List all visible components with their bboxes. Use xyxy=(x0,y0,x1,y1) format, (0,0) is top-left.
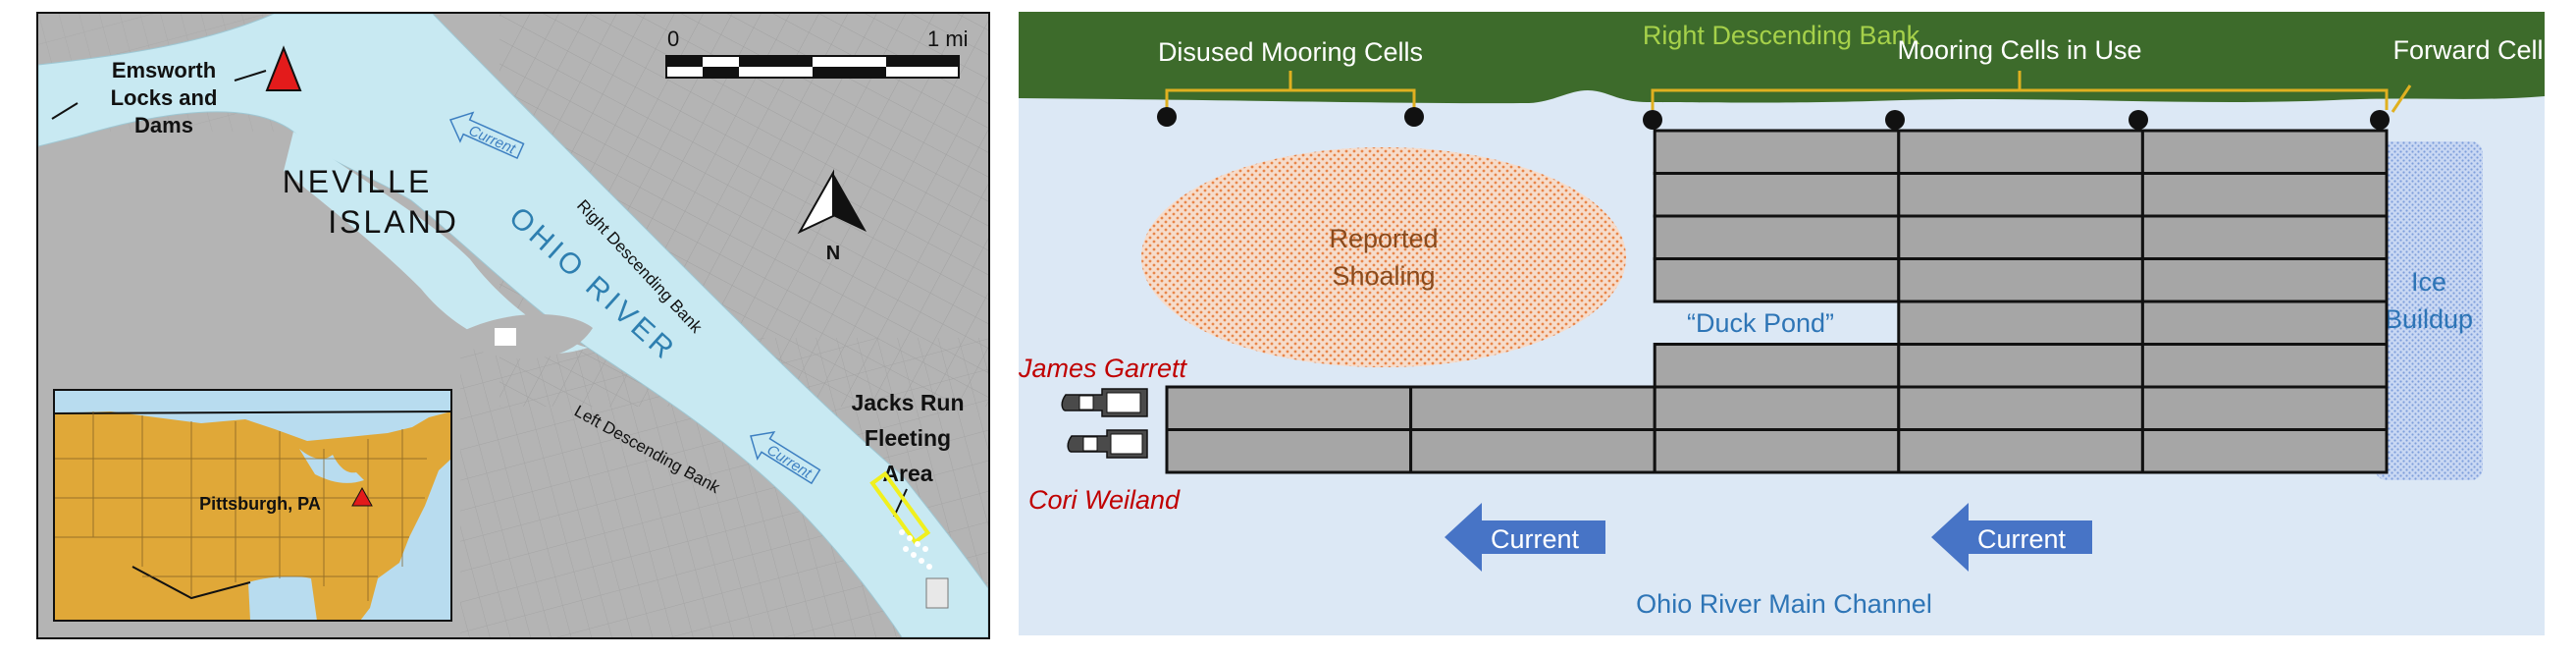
current-arrow-right-icon xyxy=(1931,503,2092,572)
island-building xyxy=(495,328,516,346)
inset-map: Pittsburgh, PA xyxy=(53,389,452,622)
barge-r7-c1 xyxy=(1165,385,1413,431)
barge-r4-c4 xyxy=(1897,257,2144,303)
shoaling-area xyxy=(1141,147,1626,367)
forward-cell-label: Forward Cell xyxy=(2392,35,2543,65)
barge-r8-c5 xyxy=(2140,428,2389,474)
barge-r8-c1 xyxy=(1165,428,1413,474)
north-label: N xyxy=(826,243,840,264)
current-right-label: Current xyxy=(1977,524,2067,554)
disused-cells-label: Disused Mooring Cells xyxy=(1158,37,1423,67)
barge-r7-c4 xyxy=(1897,385,2144,431)
scale-start-label: 0 xyxy=(667,27,679,51)
duck-pond-label: “Duck Pond” xyxy=(1687,308,1834,338)
current-arrow-left-icon xyxy=(1445,503,1605,572)
back-channel xyxy=(284,132,588,355)
jacks-run-label-1: Jacks Run xyxy=(851,390,964,415)
lock-leader-line xyxy=(51,102,79,120)
barge-r3-c4 xyxy=(1897,214,2144,260)
emsworth-marker-icon xyxy=(265,45,302,91)
right-descending-bank xyxy=(1019,12,2545,104)
vessel-james-garrett-icon xyxy=(1061,388,1148,417)
forward-cell-leader xyxy=(2391,84,2412,113)
mooring-cell-1 xyxy=(1643,110,1662,130)
cells-in-use-bracket xyxy=(1651,71,2389,110)
inset-city-label: Pittsburgh, PA xyxy=(199,494,321,514)
pittsburgh-marker-icon xyxy=(351,486,373,507)
map-canvas: Emsworth Locks and Dams NEVILLE ISLAND O… xyxy=(38,14,988,637)
jacks-run-leader-line xyxy=(893,488,908,518)
barge-r2-c4 xyxy=(1897,172,2144,218)
state-borders xyxy=(54,411,427,601)
barge-r6-c3 xyxy=(1653,343,1901,389)
ice-label-2: Buildup xyxy=(2385,304,2473,334)
emsworth-label-3: Dams xyxy=(134,113,193,137)
barge-r3-c3 xyxy=(1653,214,1901,260)
ice-label-1: Ice xyxy=(2411,267,2446,297)
barge-r1-c5 xyxy=(2140,129,2389,175)
mooring-cell-2 xyxy=(1885,110,1905,130)
small-island xyxy=(450,314,593,359)
cells-in-use-label: Mooring Cells in Use xyxy=(1897,35,2141,65)
barge-r3-c5 xyxy=(2140,214,2389,260)
barge-r5-c5 xyxy=(2140,300,2389,346)
james-garrett-label: James Garrett xyxy=(1019,354,1188,383)
shoaling-label-1: Reported xyxy=(1329,224,1438,253)
barge-r4-c3 xyxy=(1653,257,1901,303)
barge-r6-c5 xyxy=(2140,343,2389,389)
gulf-of-mexico xyxy=(248,575,317,621)
canada-border xyxy=(54,411,451,414)
location-map: Emsworth Locks and Dams NEVILLE ISLAND O… xyxy=(36,12,990,639)
north-arrow-icon xyxy=(797,169,867,235)
barge-r8-c4 xyxy=(1897,428,2144,474)
current-left-label: Current xyxy=(1491,524,1580,554)
barge-r2-c3 xyxy=(1653,172,1901,218)
dock-structure xyxy=(925,577,949,609)
barge-r7-c3 xyxy=(1653,385,1901,431)
barge-r1-c4 xyxy=(1897,129,2144,175)
shoaling-label-2: Shoaling xyxy=(1332,261,1435,291)
barge-fleet xyxy=(1165,129,2389,474)
ice-buildup-area xyxy=(2375,141,2483,480)
barge-r6-c4 xyxy=(1897,343,2144,389)
mooring-cell-disused-2 xyxy=(1404,107,1424,127)
emsworth-leader-line xyxy=(234,70,267,82)
barge-r1-c3 xyxy=(1653,129,1901,175)
barge-r7-c2 xyxy=(1409,385,1656,431)
schematic-canvas: Right Descending Bank Disused Mooring Ce… xyxy=(1019,12,2545,635)
cori-weiland-label: Cori Weiland xyxy=(1028,485,1181,515)
barge-r5-c4 xyxy=(1897,300,2144,346)
mooring-cells xyxy=(1157,107,2390,130)
barge-r7-c5 xyxy=(2140,385,2389,431)
bank-label: Right Descending Bank xyxy=(1643,21,1920,50)
scale-end-label: 1 mi xyxy=(927,27,969,51)
scale-bar xyxy=(665,55,960,79)
vessel-cori-weiland-icon xyxy=(1067,429,1148,459)
fleeting-schematic: Right Descending Bank Disused Mooring Ce… xyxy=(1019,12,2545,635)
mooring-cell-disused-1 xyxy=(1157,107,1177,127)
emsworth-label-2: Locks and xyxy=(111,85,218,110)
neville-island-label-1: NEVILLE xyxy=(283,164,433,199)
mexico-border xyxy=(131,566,251,600)
barge-r4-c5 xyxy=(2140,257,2389,303)
fleeting-area-outline xyxy=(869,470,931,545)
fleet-barges xyxy=(899,529,932,570)
mooring-cell-3 xyxy=(2129,110,2148,130)
great-lakes xyxy=(299,449,364,483)
neville-island-label-2: ISLAND xyxy=(328,204,459,240)
barge-r8-c3 xyxy=(1653,428,1901,474)
mooring-cell-forward xyxy=(2370,110,2390,130)
barge-r8-c2 xyxy=(1409,428,1656,474)
disused-cells-bracket xyxy=(1165,71,1416,110)
barge-r2-c5 xyxy=(2140,172,2389,218)
emsworth-label-1: Emsworth xyxy=(112,58,216,82)
us-landmass xyxy=(54,411,451,621)
main-channel-label: Ohio River Main Channel xyxy=(1636,589,1932,619)
jacks-run-label-2: Fleeting xyxy=(865,425,951,451)
